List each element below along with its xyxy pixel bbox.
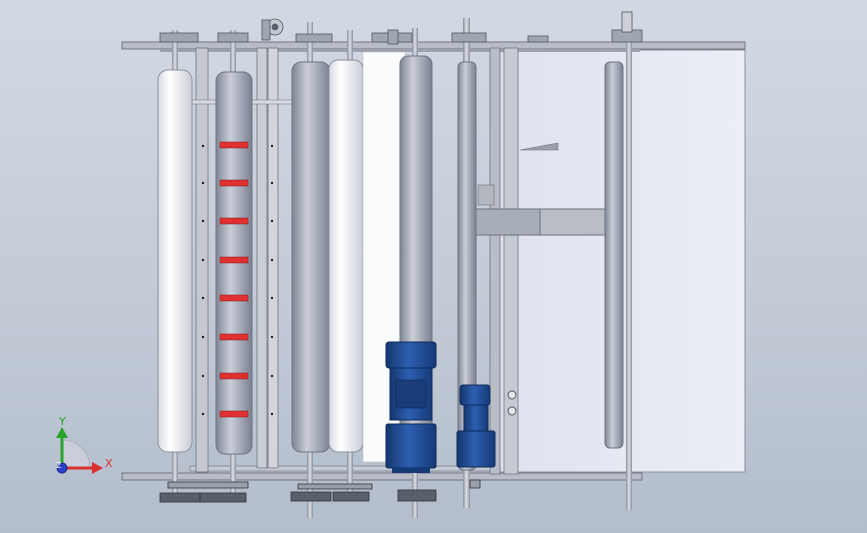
gear-motor-large <box>385 341 437 473</box>
thin-roller <box>457 61 477 471</box>
top-frame-bar <box>121 41 746 50</box>
far-right-roller <box>604 61 624 449</box>
axis-y-label: Y <box>58 415 66 428</box>
wedge-plate <box>519 142 559 151</box>
axis-z-label: Z <box>56 461 62 470</box>
white-roller-left <box>157 69 193 453</box>
belted-roller <box>201 71 274 455</box>
bottom-gears <box>159 479 481 503</box>
middle-frame-post-2 <box>489 47 501 475</box>
left-side-plate-2 <box>256 47 268 469</box>
white-roller-center <box>328 59 364 453</box>
middle-frame-post <box>503 47 519 475</box>
bottom-frame-bar <box>121 472 643 481</box>
left-side-plate-3 <box>267 47 279 469</box>
top-frame-bar-lower <box>160 49 640 52</box>
bolt-head <box>507 390 517 400</box>
small-bracket <box>477 184 495 206</box>
axis-triad: Y X Z <box>56 415 113 474</box>
top-hardware <box>159 11 643 45</box>
axis-x-label: X <box>105 457 113 470</box>
gear-motor-small <box>456 384 496 468</box>
bottom-frame-bar-2 <box>189 465 501 472</box>
bolt-head-2 <box>507 406 517 416</box>
gray-roller-center <box>291 61 331 453</box>
